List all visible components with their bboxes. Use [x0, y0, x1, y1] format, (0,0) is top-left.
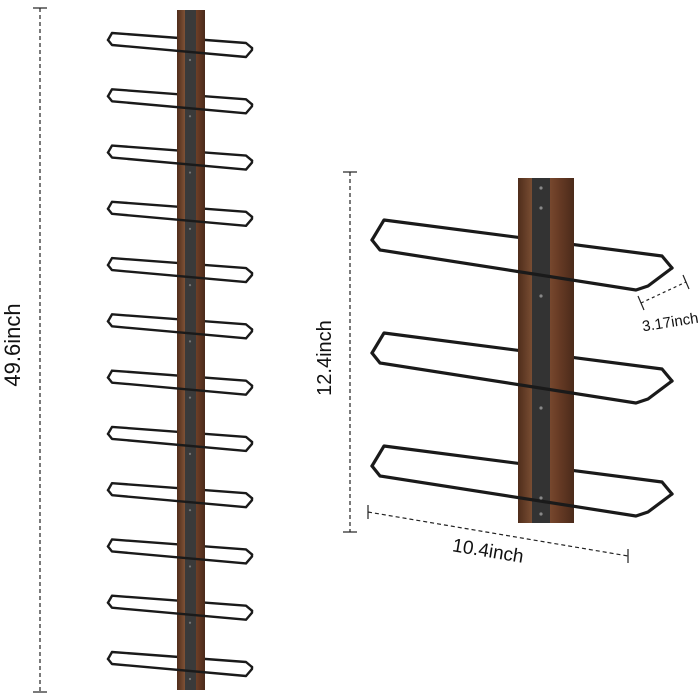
- short-rack-screw: [539, 496, 543, 500]
- tall-rack-screw: [188, 452, 192, 456]
- tall-rack-metal-strip: [185, 10, 196, 690]
- tall-rack-screw: [188, 396, 192, 399]
- section-height-dimension: 12.4inch: [314, 171, 357, 533]
- tall-rack-tier-front: [106, 263, 254, 284]
- tall-rack-screw: [188, 283, 192, 287]
- tall-rack-tier-front: [106, 376, 254, 396]
- total-height-dimension: 49.6inch: [0, 7, 47, 693]
- tall-rack-screw: [188, 58, 192, 62]
- short-rack-screw: [539, 206, 543, 210]
- total-height-label: 49.6inch: [0, 303, 25, 386]
- tall-rack-screw: [188, 509, 192, 512]
- short-rack-tier-front: [370, 351, 674, 405]
- tall-rack-screw: [188, 171, 192, 174]
- tall-rack-screw: [188, 677, 192, 681]
- tall-rack-screw: [188, 227, 192, 230]
- short-rack-screw: [539, 406, 543, 410]
- short-rack-screw: [539, 186, 543, 190]
- tall-rack-tier-front: [106, 320, 254, 340]
- depth-right-tick: [682, 274, 690, 290]
- tall-rack-screw: [188, 115, 192, 118]
- short-rack-tier-front: [370, 464, 674, 518]
- short-rack-wires-front: [370, 186, 674, 518]
- short-wine-rack-section: [370, 178, 674, 523]
- depth-dimension: 3.17inch: [637, 274, 700, 336]
- depth-left-tick: [637, 295, 645, 311]
- short-rack-tier-front: [370, 238, 674, 292]
- tall-rack-screw: [188, 565, 192, 568]
- tall-rack-tier-front: [106, 95, 254, 115]
- depth-line: [640, 281, 687, 304]
- short-rack-metal-strip: [532, 178, 550, 523]
- short-rack-screw: [539, 512, 543, 516]
- tall-rack-tier-front: [106, 657, 254, 678]
- tall-rack-tier-front: [106, 207, 254, 228]
- tall-rack-tier-front: [106, 601, 254, 621]
- tall-rack-tier-front: [106, 488, 254, 509]
- section-width-line: [367, 511, 629, 557]
- depth-label: 3.17inch: [641, 310, 700, 336]
- tall-rack-wires-front: [106, 38, 254, 681]
- section-width-dimension: 10.4inch: [367, 505, 629, 568]
- tall-rack-tier-front: [106, 545, 254, 565]
- tall-rack-tier-front: [106, 151, 254, 171]
- tall-rack-screw: [188, 621, 192, 624]
- section-height-label: 12.4inch: [314, 320, 336, 396]
- section-width-label: 10.4inch: [451, 535, 525, 568]
- tall-rack-screw: [188, 340, 192, 343]
- short-rack-screw: [539, 294, 543, 298]
- tall-rack-tier-front: [106, 38, 254, 59]
- tall-wine-rack: [106, 10, 254, 690]
- tall-rack-tier-front: [106, 432, 254, 453]
